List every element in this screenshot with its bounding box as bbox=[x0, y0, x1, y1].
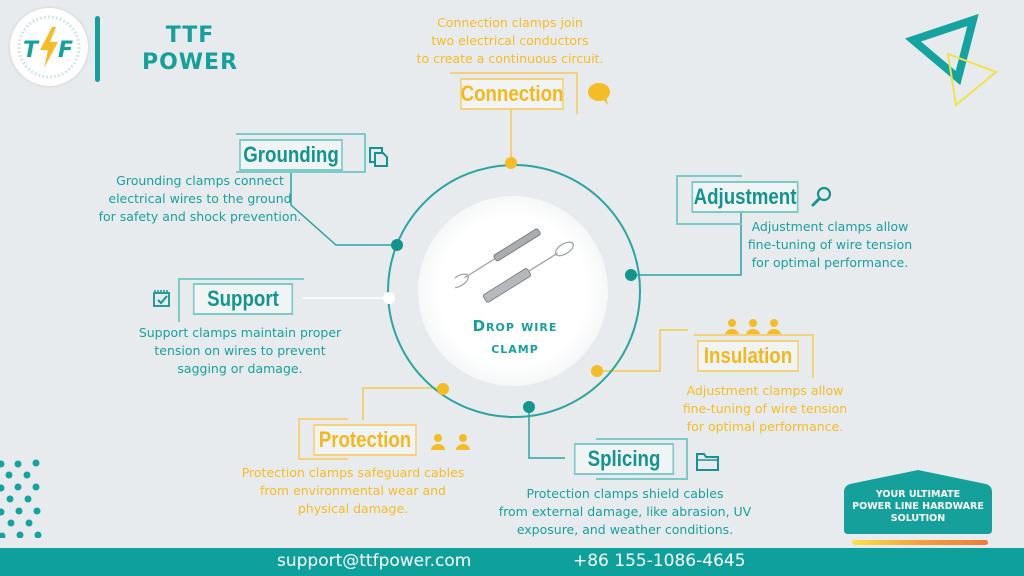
adjustment-description: Adjustment clamps allow fine-tuning of w… bbox=[747, 219, 913, 270]
grounding-node bbox=[391, 239, 403, 251]
center-title: Drop wire clamp bbox=[440, 315, 590, 359]
splicing-bracket bbox=[596, 438, 688, 480]
footer-email-link[interactable]: support@ttfpower.com bbox=[277, 551, 472, 571]
connection-node bbox=[505, 157, 517, 169]
grounding-bracket bbox=[236, 133, 366, 173]
drop-wire-clamp-image bbox=[455, 228, 574, 303]
grounding-description: Grounding clamps connect electrical wire… bbox=[98, 173, 302, 224]
logo-divider bbox=[95, 16, 100, 82]
insulation-label[interactable]: Insulation bbox=[697, 340, 799, 372]
brand-line-2: POWER bbox=[141, 50, 239, 75]
search-icon bbox=[811, 186, 832, 207]
brand-name: TTF POWER bbox=[120, 22, 260, 76]
footer-bar bbox=[0, 548, 1024, 576]
copy-icon bbox=[369, 147, 388, 167]
ttf-logo: T F bbox=[10, 8, 88, 86]
center-title-line-2: clamp bbox=[491, 339, 539, 357]
svg-text:T: T bbox=[23, 38, 40, 63]
connection-bracket bbox=[450, 72, 578, 114]
protection-bracket bbox=[298, 418, 348, 460]
brand-line-1: TTF bbox=[165, 23, 215, 48]
splicing-description: Protection clamps shield cables from ext… bbox=[498, 486, 752, 537]
center-title-line-1: Drop wire bbox=[472, 317, 558, 335]
protection-description: Protection clamps safeguard cables from … bbox=[241, 465, 465, 516]
svg-text:F: F bbox=[58, 38, 73, 63]
splicing-node bbox=[523, 401, 535, 413]
slogan-badge-shape bbox=[844, 470, 992, 534]
insulation-description: Adjustment clamps allow fine-tuning of w… bbox=[682, 383, 848, 434]
folder-icon bbox=[696, 453, 719, 471]
support-description: Support clamps maintain proper tension o… bbox=[138, 325, 342, 376]
protection-node bbox=[437, 383, 449, 395]
splicing-label[interactable]: Splicing bbox=[573, 443, 675, 475]
decorative-dot-grid bbox=[0, 459, 42, 538]
center-disc bbox=[418, 196, 608, 386]
adjustment-label[interactable]: Adjustment bbox=[691, 181, 799, 213]
support-label[interactable]: Support bbox=[192, 283, 294, 315]
footer-phone[interactable]: +86 155-1086-4645 bbox=[573, 551, 746, 571]
checklist-icon bbox=[153, 290, 170, 307]
lightning-logo-icon: T F bbox=[17, 15, 81, 79]
users-icon bbox=[725, 319, 781, 335]
speech-bubble-icon bbox=[588, 83, 610, 105]
connection-description: Connection clamps join two electrical co… bbox=[416, 15, 604, 66]
grounding-label[interactable]: Grounding bbox=[239, 139, 343, 171]
slogan-badge: YOUR ULTIMATE POWER LINE HARDWARE SOLUTI… bbox=[852, 489, 984, 524]
insulation-bracket bbox=[694, 334, 814, 378]
support-node bbox=[383, 292, 395, 304]
connection-label[interactable]: Connection bbox=[460, 78, 564, 110]
protection-label[interactable]: Protection bbox=[313, 424, 417, 456]
support-bracket bbox=[178, 278, 304, 322]
adjustment-bracket bbox=[676, 175, 742, 225]
insulation-node bbox=[591, 365, 603, 377]
adjustment-node bbox=[625, 269, 637, 281]
users-icon bbox=[431, 434, 470, 450]
badge-gradient-bar bbox=[852, 540, 988, 545]
